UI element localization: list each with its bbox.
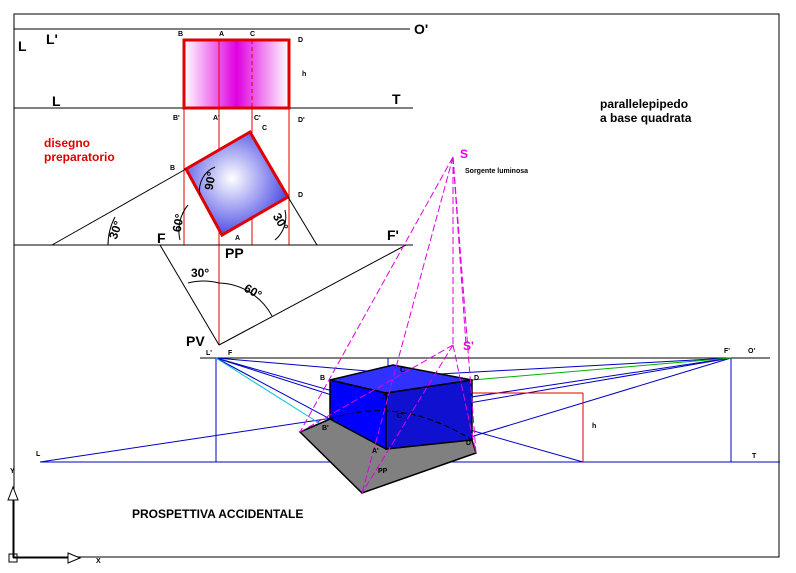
ucs-axis-icon [7,485,82,564]
label-cprime-persp: C' [397,413,404,420]
label-h-elev: h [302,71,306,78]
arc-60 [178,204,189,241]
caption: PROSPETTIVA ACCIDENTALE [132,507,303,521]
axis-y-label: Y [10,468,15,475]
angle-60-plan: 60° [170,213,187,233]
label-pp-persp: PP [378,468,388,475]
axis-x-label: X [96,558,101,565]
green-line [471,357,732,381]
label-c-persp: C [400,367,405,374]
angle-60-pv: 60° [242,281,265,302]
light-source-symbol: S [460,147,468,161]
plan-line-d [287,196,318,246]
label-fprime-persp: F' [724,348,730,355]
light-source-label: Sorgente luminosa [465,168,528,175]
label-bprime-persp: B' [322,425,329,432]
title-line-1: parallelepipedo [600,97,688,111]
angle-30-pv: 30° [191,266,209,280]
label-a-plan: A [235,235,240,242]
label-h-persp: h [592,423,596,430]
frame-border [13,13,780,558]
label-lprime-persp: L' [206,350,212,357]
line-f-pv [159,244,220,346]
label-c-plan: C [262,125,267,132]
box-top-face [329,364,473,394]
preparatory-line-1: disegno [44,136,90,150]
angle-90-plan: 90° [202,171,219,191]
arc-60-pv [218,282,273,317]
label-pp-plan: PP [225,245,244,261]
label-b-persp: B [320,375,325,382]
label-aprime-persp: A' [372,448,379,455]
label-cprime: C' [254,115,261,122]
label-d-elev: D [298,37,303,44]
label-a-persp: A [382,394,387,401]
preparatory-line-2: preparatorio [44,150,115,164]
arc-30-right [274,209,287,241]
label-d-persp: D [474,375,479,382]
line-fprime-pv [218,244,407,346]
angle-30-right: 30° [270,211,291,234]
label-dprime: D' [298,117,305,124]
label-dprime-persp: D' [466,440,473,447]
label-l-persp: L [36,451,41,458]
label-lprime: L' [46,31,58,47]
elevation-rectangle [182,38,291,110]
label-c-elev: C [250,31,255,38]
arc-90 [199,166,216,196]
label-t-persp: T [752,453,757,460]
light-rays [299,156,477,494]
shadow-point-symbol: S' [463,339,474,353]
label-d-plan: D [298,192,303,199]
label-fprime-plan: F' [387,227,399,243]
label-oprime: O' [414,21,428,37]
label-t: T [392,91,401,107]
label-aprime: A' [213,115,220,122]
arc-30-left [107,216,116,246]
arc-30-pv [187,280,220,284]
label-a-elev: A [219,31,224,38]
label-f-persp: F [228,350,233,357]
plan-line-30 [51,168,187,246]
label-l-top: L [18,38,27,54]
title-line-2: a base quadrata [600,111,692,125]
label-bprime: B' [173,115,180,122]
hidden-edge [329,410,473,441]
label-b-elev: B [178,31,183,38]
label-l-groundline: L [52,93,61,109]
angle-30-left: 30° [106,219,125,241]
label-f-plan: F [157,230,166,246]
cyan-line [215,357,331,431]
label-b-plan: B [170,165,175,172]
label-oprime-persp: O' [748,348,755,355]
label-pv: PV [186,333,205,349]
